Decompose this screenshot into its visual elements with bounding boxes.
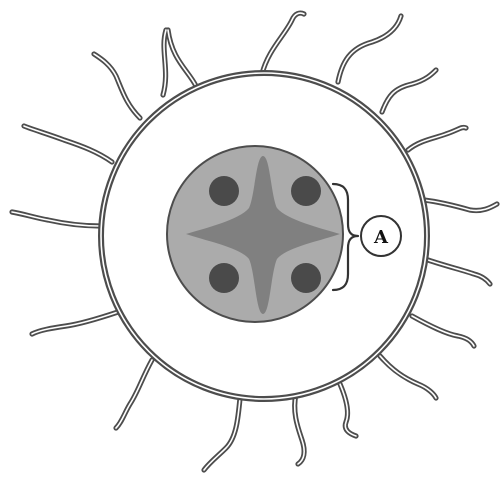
hair-appendage (295, 394, 304, 464)
granule (291, 176, 321, 206)
callout-label: A (373, 227, 389, 248)
hair-appendage (168, 30, 196, 86)
hair-appendage (94, 54, 140, 118)
granule (209, 176, 239, 206)
hair-appendage (338, 16, 401, 82)
hair-appendage (408, 127, 466, 150)
granule (209, 263, 239, 293)
hair-appendage (262, 13, 304, 74)
hair-appendage (32, 312, 118, 334)
granule (291, 263, 321, 293)
hair-appendage (380, 356, 436, 398)
